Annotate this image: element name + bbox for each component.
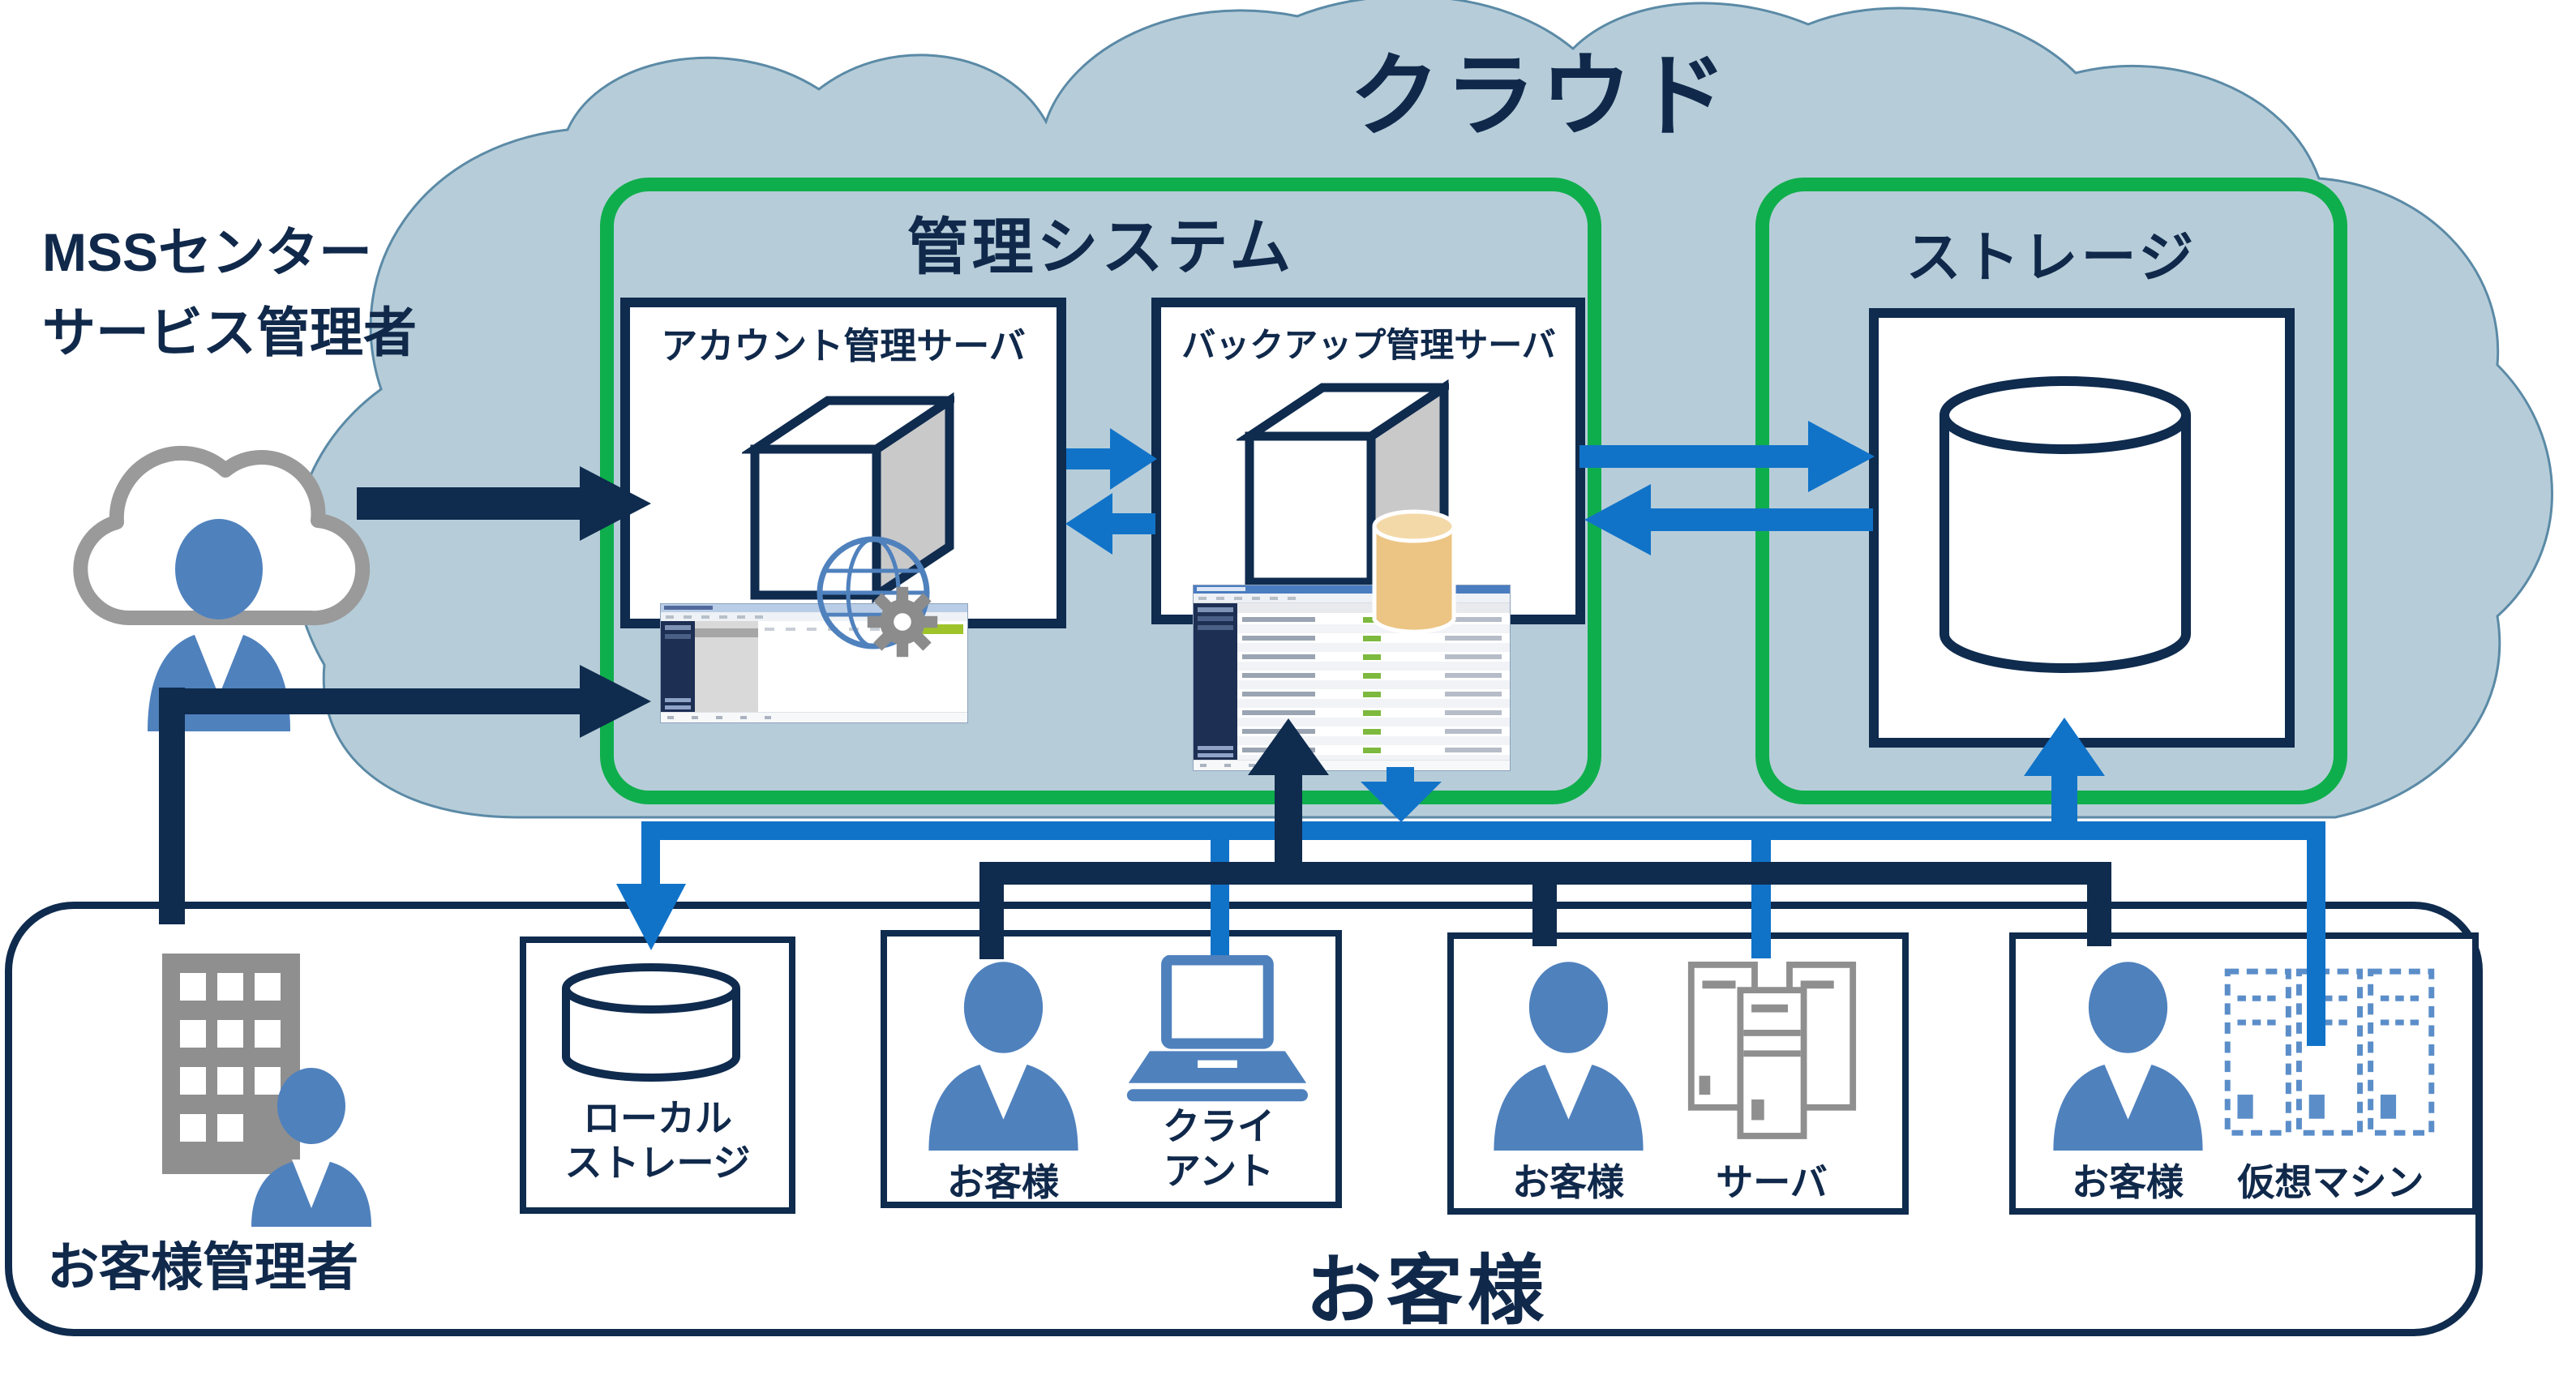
database-cylinder-icon <box>1940 376 2191 673</box>
client-device-label: クライ アント <box>1134 1104 1304 1194</box>
blue-backup-bus <box>641 821 2325 840</box>
backup-server-label: バックアップ管理サーバ <box>1181 326 1556 364</box>
cloud-user-icon <box>73 445 371 731</box>
arrow-mss-to-account-shaft <box>357 487 582 520</box>
vm-person-label: お客様 <box>2072 1161 2184 1203</box>
gear-icon <box>867 586 938 658</box>
local-storage-label-line2: ストレージ <box>564 1142 751 1185</box>
mss-admin-label: MSSセンター サービス管理者 <box>42 212 594 373</box>
blue-rise-to-storage <box>2051 772 2077 821</box>
arrow-backup-to-storage-head <box>1808 421 1875 492</box>
customer-area-label: お客様 <box>1305 1248 1549 1333</box>
client-device-label-line1: クライ <box>1163 1105 1275 1147</box>
arrow-storage-to-backup-shaft <box>1651 508 1873 531</box>
window-titlebar <box>1194 585 1510 594</box>
arrow-customer-admin-head <box>580 665 651 738</box>
server-towers-icon <box>1687 961 1857 1139</box>
admin-app-screenshot <box>661 604 967 722</box>
blue-drop-server-towers <box>1751 840 1771 958</box>
virtual-machines-dashed-icon <box>2224 968 2435 1136</box>
server-person-label: お客様 <box>1512 1161 1624 1203</box>
arrow-storage-to-backup-head <box>1584 484 1651 555</box>
blue-drop-client-laptop <box>1211 840 1229 955</box>
backup-app-screenshot <box>1194 585 1510 770</box>
navy-arrow-backup-head <box>1248 718 1329 775</box>
arrow-backup-to-storage-shaft <box>1579 445 1811 468</box>
database-cylinder-icon <box>562 963 740 1082</box>
arrow-customer-admin-vertical <box>159 688 185 924</box>
mss-admin-label-line2: サービス管理者 <box>42 302 417 362</box>
navy-customer-bus <box>979 862 2111 885</box>
user-icon <box>2053 962 2203 1151</box>
arrow-backup-to-account-head <box>1065 493 1112 555</box>
cloud-title: クラウド <box>1349 45 1732 147</box>
window-sidebar <box>1194 603 1237 761</box>
management-system-label: 管理システム <box>907 213 1295 282</box>
laptop-icon <box>1126 955 1308 1102</box>
local-storage-label: ローカル ストレージ <box>520 1096 795 1185</box>
window-toolbar <box>1194 594 1510 603</box>
blue-arrow-storage-head <box>2024 718 2105 776</box>
local-storage-label-line1: ローカル <box>583 1097 732 1139</box>
navy-drop-client-person <box>979 862 1004 959</box>
window-content-panel <box>758 621 967 713</box>
user-icon <box>1494 962 1644 1151</box>
client-person-label: お客様 <box>947 1161 1059 1203</box>
navy-drop-server-person <box>1532 885 1557 946</box>
blue-drop-local-storage <box>641 821 660 886</box>
client-device-label-line2: アント <box>1163 1150 1275 1193</box>
account-server-label: アカウント管理サーバ <box>661 325 1026 366</box>
customer-admin-label: お客様管理者 <box>47 1238 358 1297</box>
database-cylinder-orange-icon <box>1372 509 1456 634</box>
blue-arrow-local-storage-head <box>616 884 686 950</box>
building-user-icon <box>162 954 371 1227</box>
arrow-customer-admin-horizontal <box>159 688 582 714</box>
arrow-account-to-backup-head <box>1110 428 1157 490</box>
window-statusbar <box>661 712 967 722</box>
arrow-account-to-backup-shaft <box>1066 448 1112 469</box>
arrow-mss-to-account-head <box>580 466 651 541</box>
navy-rise-to-backup <box>1275 772 1302 862</box>
navy-drop-vm-person <box>2087 862 2111 946</box>
window-titlebar <box>661 604 967 612</box>
blue-arrow-to-bus-head <box>1361 782 1442 822</box>
window-list-panel <box>695 621 758 713</box>
storage-label: ストレージ <box>1905 227 2197 289</box>
customer-area-frame <box>5 902 2483 1336</box>
mss-admin-label-line1: MSSセンター <box>42 222 373 282</box>
window-statusbar <box>1194 760 1510 770</box>
user-icon <box>928 962 1078 1151</box>
server-device-label: サーバ <box>1716 1161 1828 1203</box>
vm-group-box <box>2009 932 2479 1215</box>
arrow-backup-to-account-shaft <box>1111 513 1155 534</box>
vm-device-label: 仮想マシン <box>2237 1161 2424 1203</box>
blue-drop-vm-towers <box>2307 840 2325 1046</box>
window-sidebar <box>661 621 695 713</box>
